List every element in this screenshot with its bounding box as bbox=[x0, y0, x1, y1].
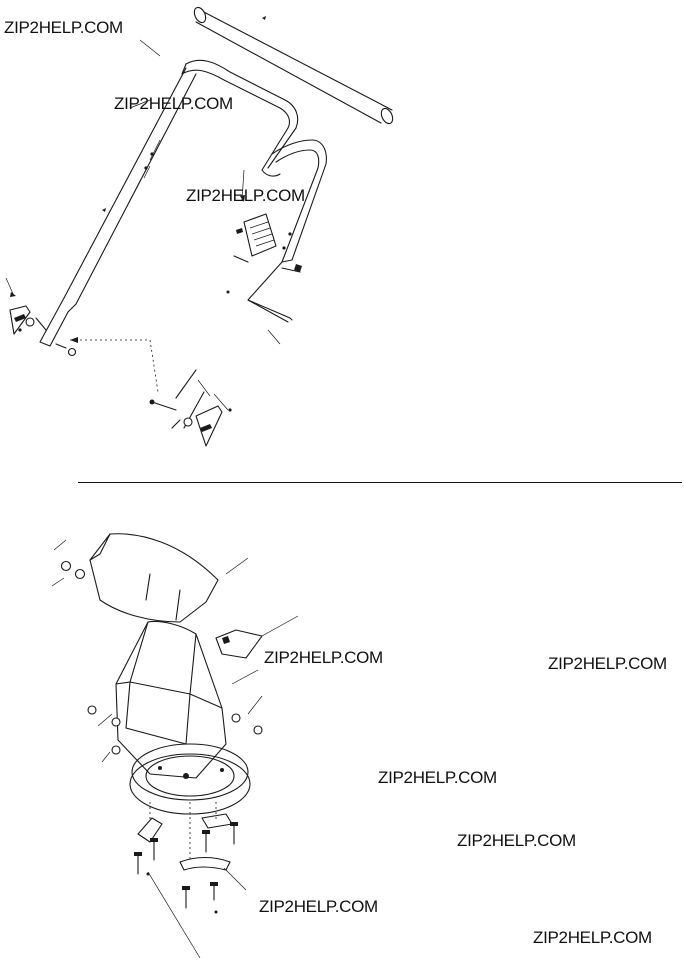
left-hand-knob bbox=[5, 277, 77, 357]
watermark: ZIP2HELP.COM bbox=[548, 654, 667, 673]
watermark: ZIP2HELP.COM bbox=[4, 18, 123, 37]
watermark: ZIP2HELP.COM bbox=[114, 94, 233, 113]
watermark: ZIP2HELP.COM bbox=[259, 897, 378, 916]
chute-fasteners bbox=[87, 669, 263, 763]
watermark: ZIP2HELP.COM bbox=[264, 648, 383, 667]
handle-assembly-diagram bbox=[5, 6, 394, 447]
chute-knob bbox=[215, 615, 299, 659]
upper-handle-left bbox=[39, 59, 299, 347]
handle-bolt-right bbox=[226, 264, 302, 345]
chute-ring bbox=[129, 743, 251, 815]
watermark: ZIP2HELP.COM bbox=[457, 831, 576, 850]
leader-lines-bottom bbox=[147, 867, 247, 959]
watermark: ZIP2HELP.COM bbox=[378, 768, 497, 787]
chute-body bbox=[115, 620, 227, 779]
watermark: ZIP2HELP.COM bbox=[533, 928, 652, 947]
deflector-nuts bbox=[51, 539, 86, 587]
flange-bolts bbox=[134, 822, 238, 914]
lower-handle-right bbox=[247, 139, 327, 323]
chute-deflector bbox=[89, 533, 249, 623]
leader-lines-top bbox=[129, 39, 161, 109]
watermark: ZIP2HELP.COM bbox=[186, 186, 305, 205]
shift-bracket bbox=[233, 169, 277, 263]
section-divider bbox=[78, 482, 682, 483]
knob-detail bbox=[70, 337, 232, 447]
chute-assembly-diagram bbox=[51, 533, 299, 959]
flange-keepers bbox=[137, 802, 233, 871]
cross-bar bbox=[193, 6, 394, 125]
